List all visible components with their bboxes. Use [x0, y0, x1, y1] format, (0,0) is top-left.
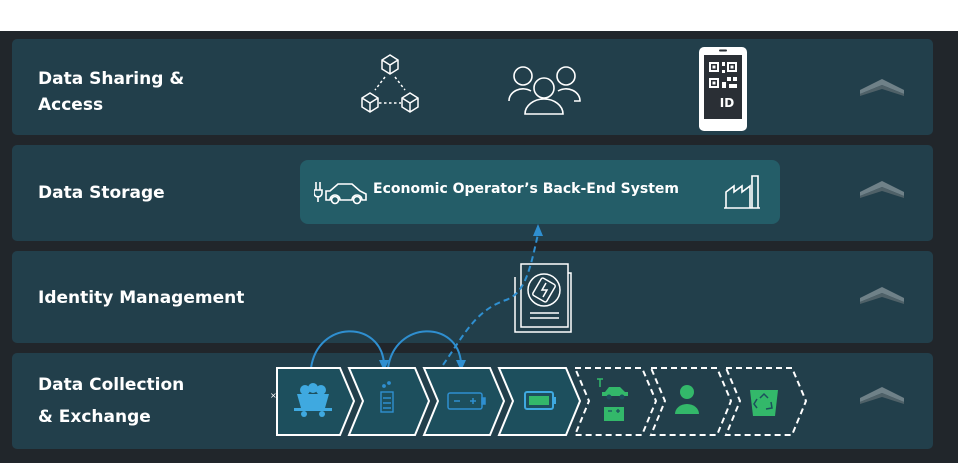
backend-system-box: Economic Operator’s Back-End System [300, 160, 780, 224]
chevron-up-icon[interactable] [858, 179, 906, 199]
phone-qr-id-icon [699, 47, 747, 131]
chevron-up-icon[interactable] [858, 385, 906, 405]
layer-label-line: Data Storage [38, 183, 165, 203]
layer-label-line: Access [38, 95, 104, 115]
layer-data-sharing-access: Data Sharing & Access [12, 39, 933, 135]
factory-icon [724, 175, 760, 209]
chevron-up-icon[interactable] [858, 285, 906, 305]
layer-label-data-storage: Data Storage [38, 180, 165, 206]
layer-label-line: Identity Management [38, 288, 245, 308]
chevron-up-icon[interactable] [858, 77, 906, 97]
layer-label-identity-management: Identity Management [38, 285, 244, 311]
layer-label-data-collection-exchange: Data Collection & Exchange [38, 372, 184, 430]
digital-id-label: ID [719, 96, 735, 110]
layer-data-collection-exchange: Data Collection & Exchange [12, 353, 933, 449]
backend-system-label: Economic Operator’s Back-End System [373, 181, 680, 197]
layer-label-line: Data Sharing & [38, 69, 185, 89]
electric-car-icon [314, 182, 367, 205]
layer-label-line: Data Collection [38, 375, 185, 395]
layer-identity-management: Identity Management [12, 251, 933, 343]
layer-label-data-sharing-access: Data Sharing & Access [38, 66, 184, 118]
layer-label-line: & Exchange [38, 407, 151, 427]
